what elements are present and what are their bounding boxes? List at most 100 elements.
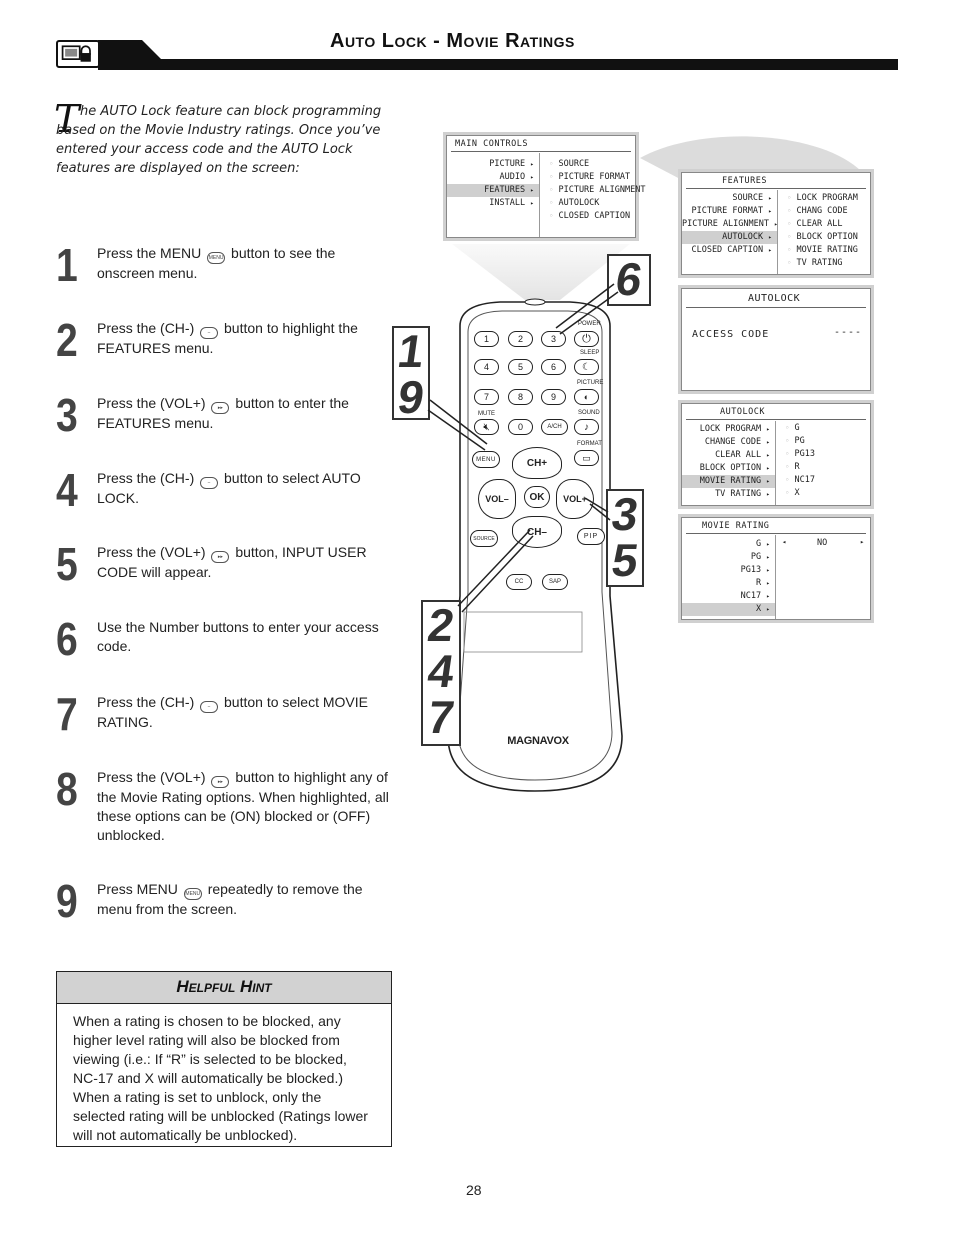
step-text-pre: Press the (CH-) [97, 470, 195, 486]
step-text-pre: Press MENU [97, 881, 178, 897]
osd-menu-item-label: CLOSED CAPTION [691, 245, 764, 255]
step-text-pre: Press the (VOL+) [97, 769, 206, 785]
osd-bullet-icon: ◦ [787, 207, 792, 215]
menu-button[interactable]: MENU [472, 451, 500, 468]
movie-rating-value: NO [817, 538, 828, 548]
digit-5-button[interactable]: 5 [508, 359, 533, 375]
osd-arrow-icon: ▸ [766, 465, 770, 472]
osd-bullet-icon: ◦ [785, 476, 790, 484]
digit-4-button[interactable]: 4 [474, 359, 499, 375]
step-text-pre: Press the (VOL+) [97, 395, 206, 411]
osd-menu-item: ◦ PICTURE ALIGNMENT [544, 184, 645, 197]
osd-menu-item-label: G [756, 539, 762, 549]
step-number: 1 [56, 239, 78, 291]
osd-menu-item-label: CLEAR ALL [715, 450, 762, 460]
digit-7-button[interactable]: 7 [474, 389, 499, 405]
figure-label-digit: 7 [424, 691, 458, 743]
power-label: POWER [578, 321, 601, 327]
osd-menu-item-label: LOCK PROGRAM [796, 193, 858, 203]
digit-6-button[interactable]: 6 [541, 359, 566, 375]
ch-down-button[interactable]: CH– [512, 516, 562, 548]
step-number: 5 [56, 538, 78, 590]
digit-1-button[interactable]: 1 [474, 331, 499, 347]
ach-button[interactable]: A/CH [541, 419, 568, 435]
osd-menu-item: CLEAR ALL ▸ [682, 449, 775, 462]
osd-menu-item-label: AUTOLOCK [722, 232, 764, 242]
digit-8-button[interactable]: 8 [508, 389, 533, 405]
osd-arrow-icon: ▸ [766, 478, 770, 485]
osd-menu-item-label: INSTALL [489, 198, 526, 208]
step-text: Press the (VOL+) ▸▸ button to highlight … [97, 768, 392, 845]
osd-bullet-icon: ◦ [549, 212, 554, 220]
osd-menu-item-label: PICTURE FORMAT [691, 206, 764, 216]
format-icon: ▭ [582, 452, 591, 463]
access-code-label: ACCESS CODE [692, 329, 770, 340]
digit-9-button[interactable]: 9 [541, 389, 566, 405]
step-number: 9 [56, 875, 78, 927]
sound-icon: ♪ [584, 421, 589, 433]
step-text-post: button to see the onscreen menu. [97, 245, 336, 281]
osd-movie-rating: MOVIE RATING G ▸ PG ▸ PG13 ▸ R ▸ NC17 ▸ … [681, 517, 871, 620]
sap-button[interactable]: SAP [542, 574, 568, 590]
format-button[interactable]: ▭ [574, 450, 599, 466]
hint-body: When a rating is chosen to be blocked, a… [73, 1013, 368, 1143]
mute-button[interactable]: 🔇︎ [474, 419, 499, 435]
rating-left-arrow: ◂ [782, 538, 787, 546]
source-button[interactable]: SOURCE [470, 530, 498, 547]
osd-arrow-icon: ▸ [768, 208, 772, 215]
pip-button[interactable]: PIP [577, 528, 605, 545]
osd-menu-item-label: AUTOLOCK [558, 198, 600, 208]
osd-menu-item: INSTALL ▸ [447, 197, 539, 210]
osd-menu-item: X ▸ [682, 603, 775, 616]
osd-menu-item: ◦ CLOSED CAPTION [544, 210, 636, 223]
osd-menu-item-label: MOVIE RATING [796, 245, 858, 255]
sleep-button[interactable]: ☾ [574, 359, 599, 375]
osd-main-controls-left: PICTURE ▸ AUDIO ▸ FEATURES ▸ INSTALL ▸ [447, 158, 539, 210]
picture-icon: ◐ [583, 392, 590, 402]
osd-menu-item: ◦ TV RATING [782, 257, 872, 270]
figure-label-digit: 2 [424, 599, 458, 651]
mute-label: MUTE [478, 411, 495, 417]
osd-arrow-icon: ▸ [766, 439, 770, 446]
figure-label-digit: 4 [424, 645, 458, 697]
osd-menu-item: ◦ MOVIE RATING [782, 244, 872, 257]
osd-menu-item: ◦ X [780, 487, 870, 500]
osd-arrow-icon: ▸ [530, 161, 534, 168]
osd-menu-item: TV RATING ▸ [682, 488, 775, 501]
figure-label-1-9: 1 9 [392, 325, 430, 423]
osd-bullet-icon: ◦ [549, 186, 554, 194]
ok-button[interactable]: OK [524, 486, 550, 508]
vol-up-button[interactable]: VOL+ [556, 479, 594, 519]
osd-menu-item: R ▸ [682, 577, 775, 590]
power-button[interactable]: ⏻ [574, 331, 599, 347]
ch-down-button-icon: − [200, 327, 219, 339]
page-number: 28 [466, 1182, 482, 1198]
step-text-post: button to select AUTO LOCK. [97, 470, 361, 506]
picture-button[interactable]: ◐ [574, 389, 599, 405]
step-text-pre: Press the MENU [97, 245, 202, 261]
ch-up-button[interactable]: CH+ [512, 447, 562, 479]
osd-menu-item: ◦ LOCK PROGRAM [782, 192, 872, 205]
osd-menu-item-label: PG [750, 552, 762, 562]
step-text: Press the MENU MENU button to see the on… [97, 244, 392, 283]
osd-main-controls: MAIN CONTROLS PICTURE ▸ AUDIO ▸ FEATURES… [446, 135, 645, 238]
osd-arrow-icon: ▸ [530, 174, 534, 181]
osd-bullet-icon: ◦ [787, 246, 792, 254]
digit-0-button[interactable]: 0 [508, 419, 533, 435]
osd-menu-item-label: PICTURE FORMAT [558, 172, 631, 182]
osd-menu-item: NC17 ▸ [682, 590, 775, 603]
osd-menu-item: FEATURES ▸ [447, 184, 539, 197]
step-text-pre: Press the (CH-) [97, 320, 195, 336]
osd-autolock-code-title: AUTOLOCK [748, 293, 801, 304]
digit-3-button[interactable]: 3 [541, 331, 566, 347]
header-rule [150, 59, 898, 70]
digit-2-button[interactable]: 2 [508, 331, 533, 347]
osd-menu-item-label: SOURCE [732, 193, 764, 203]
osd-bullet-icon: ◦ [785, 489, 790, 497]
step-number: 6 [56, 613, 78, 665]
vol-down-button[interactable]: VOL– [478, 479, 516, 519]
cc-button[interactable]: CC [506, 574, 532, 590]
osd-menu-item-label: PG13 [740, 565, 762, 575]
osd-arrow-icon: ▸ [530, 200, 534, 207]
sound-button[interactable]: ♪ [574, 419, 599, 435]
